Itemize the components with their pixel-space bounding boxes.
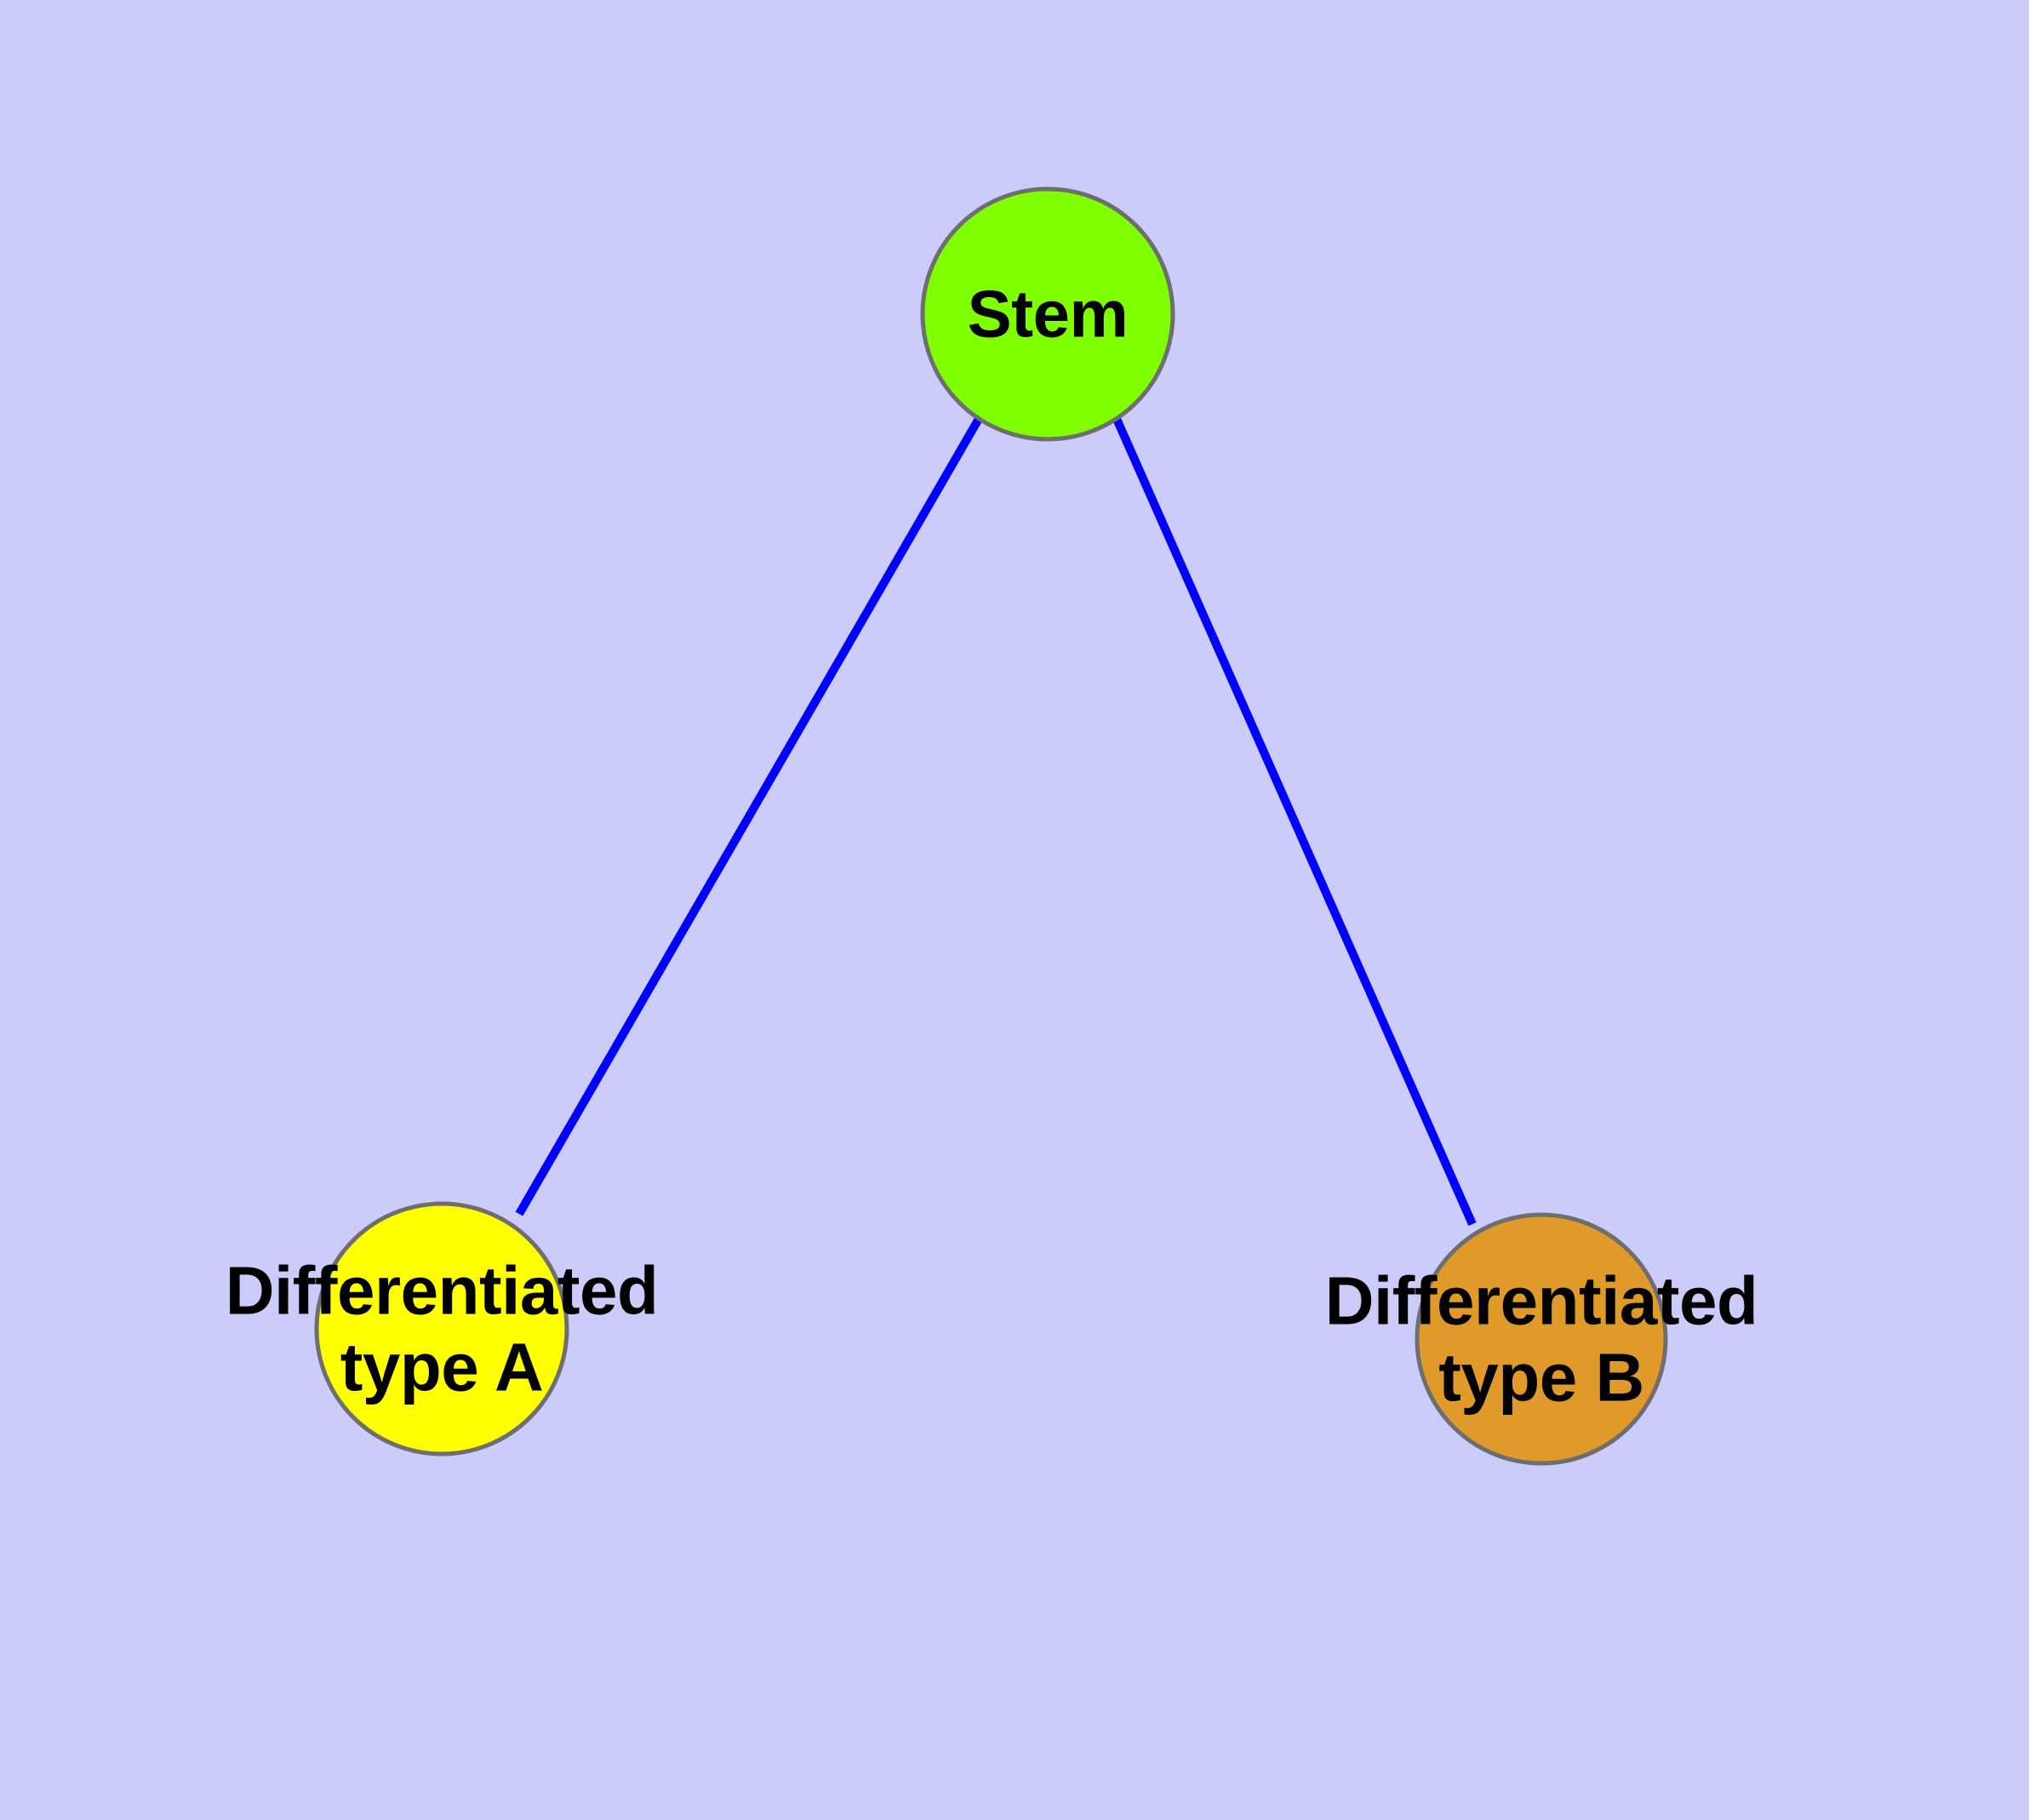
graph-node-diff_b[interactable] (1415, 1212, 1668, 1466)
graph-edge-stem-diff_a (515, 416, 983, 1216)
edges-layer (515, 416, 1477, 1227)
graph-edge-stem-diff_b (1112, 416, 1477, 1227)
graph-node-diff_a[interactable] (314, 1201, 569, 1457)
nodes-layer (314, 186, 1668, 1466)
graph-node-stem[interactable] (920, 186, 1175, 442)
